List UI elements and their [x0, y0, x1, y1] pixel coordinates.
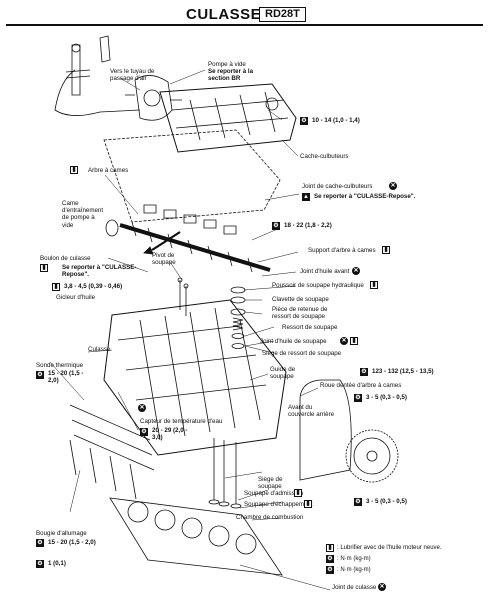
label-combustion-chamber: Chambre de combustion [236, 514, 304, 521]
legend-row-torque-2: ⚙: N·m (kg-m) [326, 565, 442, 576]
lubricate-icon: ▮ [70, 166, 78, 174]
camshaft [105, 219, 271, 273]
replace-icon: ✕ [340, 337, 348, 345]
label-oil-jet: Gicleur d'huile [56, 294, 96, 301]
label-cam-sprocket: Roue dentée d'arbre à cames [320, 382, 402, 389]
torque-value-5: 123 - 132 (12,5 - 13,5) [372, 368, 434, 375]
label-valve-spring: Ressort de soupape [282, 324, 338, 331]
torque-value-3: 3,8 - 4,5 (0,39 - 0,46) [64, 283, 123, 290]
label-head-bolt: Boulon de culasse [40, 255, 91, 262]
torque-value-7: 20 - 29 (2,0 - 3,0) [152, 427, 188, 441]
lubricate-icon: ▮ [294, 489, 302, 497]
label-spring-seat: Siège de ressort de soupape [262, 350, 342, 357]
legend-row-torque: ⚙: N·m (kg-m) [326, 554, 442, 565]
rocker-cover [159, 83, 297, 153]
label-vacuum-pump: Pompe à vide [208, 61, 246, 68]
rocker-cover-gasket [103, 129, 281, 223]
replace-icon: ✕ [352, 267, 360, 275]
vacuum-hose [54, 35, 141, 116]
label-temp-sensor: Sonde thermique [36, 362, 84, 369]
replace-icon: ✕ [378, 583, 386, 591]
header-rule [6, 24, 483, 26]
head-bolts [177, 277, 189, 316]
label-hydraulic-lifter: Poussoir de soupape hydraulique [272, 282, 364, 289]
torque-value-9: 15 - 20 (1,5 - 2,0) [48, 539, 96, 546]
torque-icon: ⚙ [140, 428, 148, 436]
label-valve-oil-seal: Joint d'huile de soupape [260, 338, 327, 345]
replace-icon: ✕ [389, 182, 397, 190]
lubricate-icon: ▮ [326, 544, 334, 552]
torque-value-1: 10 - 14 (1,0 - 1,4) [312, 117, 360, 124]
model-badge: RD28T [259, 7, 306, 22]
torque-icon: ⚙ [36, 560, 44, 568]
label-spring-retainer: Pièce de retenue de ressort de soupape [272, 306, 328, 321]
label-rocker-cover: Cache-culbuteurs [300, 153, 349, 160]
torque-icon: ⚙ [354, 498, 362, 506]
label-air-pipe: Vers le tuyau de passage d'air [110, 68, 155, 83]
torque-value-10: 1 (0,1) [48, 560, 66, 567]
lubricate-icon: ▮ [350, 337, 358, 345]
direction-arrow [151, 231, 181, 251]
torque-icon: ⚙ [326, 555, 334, 563]
cylinder-head [103, 299, 287, 456]
label-cylinder-head: Culasse [88, 346, 111, 353]
legend-text: : N·m (kg-m) [337, 567, 371, 573]
label-exhaust-valve: Soupape d'échappement [244, 501, 313, 508]
lubricate-icon: ▮ [370, 281, 378, 289]
lubricate-icon: ▮ [52, 283, 60, 291]
label-intake-valve: Soupape d'admission [244, 490, 303, 497]
label-cam-bracket: Support d'arbre à cames [308, 247, 376, 254]
lubricate-icon: ▮ [304, 500, 312, 508]
label-rear-cover-front: Avant du couvercle arrière [288, 404, 335, 419]
label-water-temp-sensor: Capteur de température d'eau [140, 418, 223, 425]
torque-icon: ⚙ [326, 566, 334, 574]
torque-icon: ⚙ [300, 117, 308, 125]
torque-value-8: 3 - 5 (0,3 - 0,5) [366, 498, 407, 505]
note-icon: ▲ [302, 193, 310, 201]
torque-icon: ⚙ [36, 371, 44, 379]
legend-row-lubricate: ▮: Lubrifier avec de l'huile moteur neuv… [326, 543, 442, 554]
camshaft-brackets [143, 204, 237, 235]
torque-value-6: 3 - 5 (0,3 - 0,5) [366, 394, 407, 401]
label-valve-pivot: Pivot de soupape [152, 252, 176, 267]
replace-icon: ✕ [138, 404, 146, 412]
label-valve-guide: Guide de soupape [270, 366, 296, 381]
label-glow-plug: Bougie d'allumage [36, 530, 87, 537]
torque-icon: ⚙ [36, 539, 44, 547]
lubricate-icon: ▮ [40, 264, 48, 272]
label-front-oil-seal: Joint d'huile avant [300, 268, 350, 275]
torque-icon: ⚙ [272, 222, 280, 230]
page-title: CULASSE [186, 6, 262, 23]
legend-text: : Lubrifier avec de l'huile moteur neuve… [337, 545, 442, 551]
legend: ▮: Lubrifier avec de l'huile moteur neuv… [326, 543, 442, 576]
label-rocker-gasket: Joint de cache-culbuteurs [302, 183, 373, 190]
head-gasket [109, 497, 283, 576]
valves [208, 438, 242, 509]
direction-arrowhead [143, 246, 154, 255]
torque-icon: ⚙ [354, 394, 362, 402]
legend-text: : N·m (kg-m) [337, 556, 371, 562]
camshaft-sprocket [345, 429, 399, 483]
torque-icon: ⚙ [360, 368, 368, 376]
label-rocker-gasket-ref: Se reporter à "CULASSE-Repose". [314, 193, 416, 200]
label-vacuum-pump-ref: Se reporter à la section BR [208, 68, 254, 83]
valve-train [230, 286, 246, 349]
leader-lines [49, 69, 331, 591]
rear-cover [299, 379, 352, 481]
label-valve-seat: Siège de soupape [258, 476, 283, 491]
label-head-bolt-ref: Se reporter à "CULASSE-Repose". [62, 264, 137, 279]
label-vacuum-cam: Came d'entraînement de pompe à vide [62, 200, 104, 229]
label-camshaft: Arbre à cames [88, 167, 129, 174]
torque-value-2: 18 - 22 (1,8 - 2,2) [284, 222, 332, 229]
glow-plug-harness [69, 404, 155, 500]
torque-value-4: 15 - 20 (1,5 - 2,0) [48, 370, 84, 384]
label-valve-cotter: Clavette de soupape [272, 296, 329, 303]
label-head-gasket: Joint de culasse [332, 584, 377, 591]
lubricate-icon: ▮ [382, 246, 390, 254]
